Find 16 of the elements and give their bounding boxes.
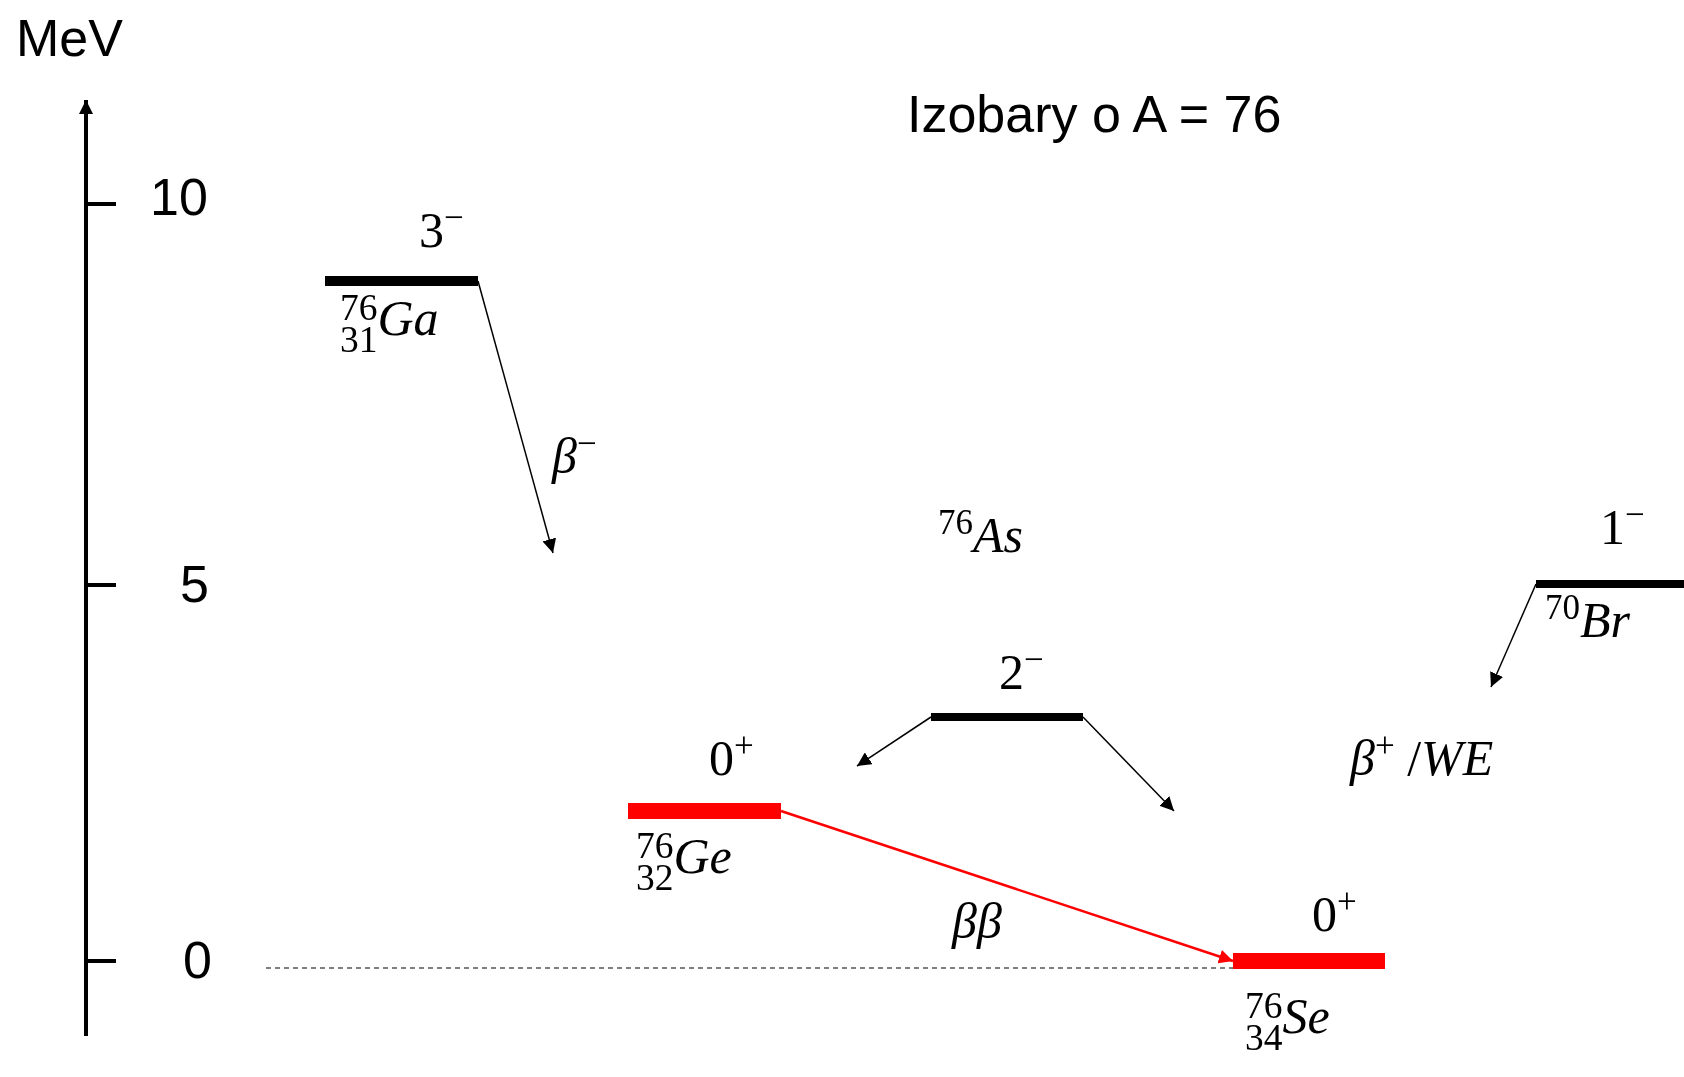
unit-label: MeV: [16, 12, 123, 64]
arrow: [1082, 716, 1175, 812]
arrow: [856, 716, 932, 767]
spin-parity-label: 0$^{+}$: [1312, 884, 1357, 939]
tick-label: 5: [180, 558, 209, 610]
nuclide-label: $^{76}$As: [938, 505, 1023, 560]
spin-parity-label: 1$^{−}$: [1600, 497, 1645, 552]
spin-parity-label: 2$^{−}$: [999, 642, 1044, 697]
spin-parity-label: 0$^{+}$: [709, 728, 754, 783]
arrow: [477, 280, 557, 554]
arrow: [780, 809, 1234, 964]
tick-label: 10: [150, 171, 208, 223]
nuclide-label: $^{70}$Br: [1545, 590, 1630, 645]
tick-label: 0: [183, 934, 212, 986]
spin-parity-label: 3$^{−}$: [419, 200, 464, 255]
arrow: [1490, 583, 1537, 688]
